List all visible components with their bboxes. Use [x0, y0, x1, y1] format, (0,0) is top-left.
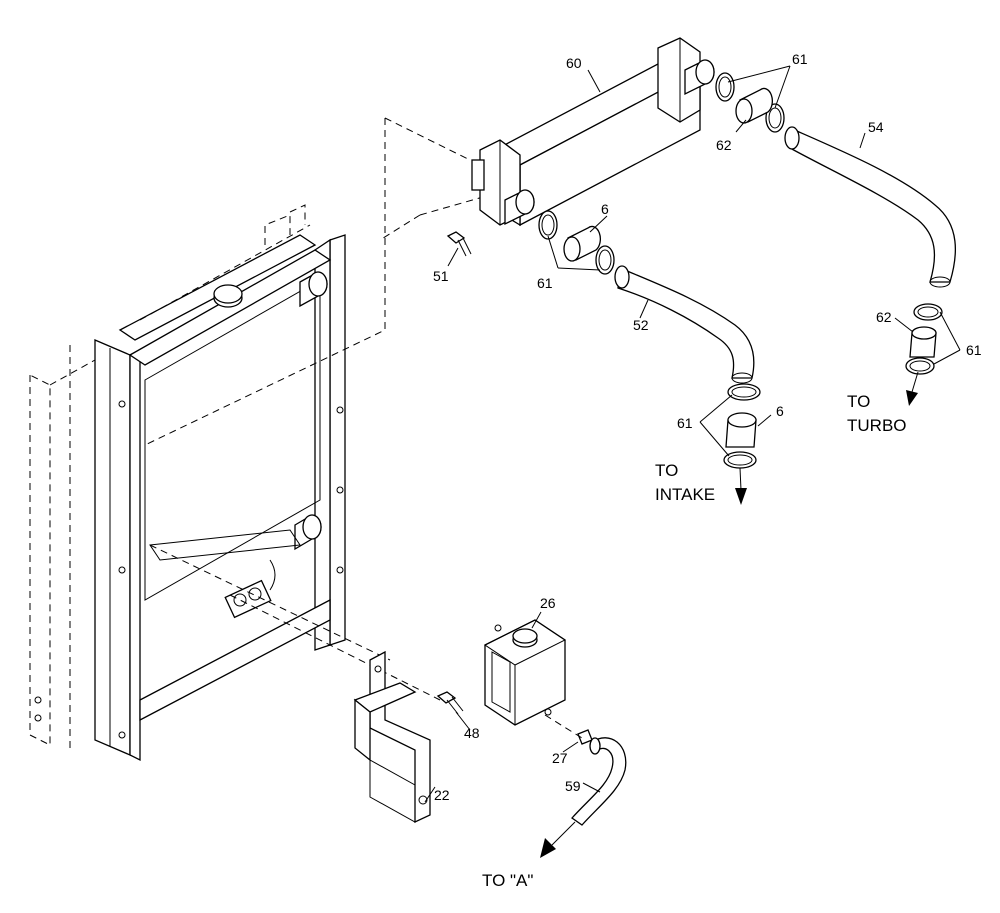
- arrow-to-a: [540, 821, 576, 858]
- capscrew-51: [446, 231, 472, 257]
- label-60: 60: [566, 55, 582, 71]
- label-51: 51: [433, 268, 449, 284]
- label-62: 62: [876, 309, 892, 325]
- label-61: 61: [537, 275, 553, 291]
- hose-52: [614, 265, 755, 384]
- destination-notes: TO TURBO TO INTAKE TO "A": [482, 392, 907, 890]
- label-61: 61: [792, 51, 808, 67]
- arrow-to-turbo: [906, 371, 919, 406]
- charge-air-cooler: [471, 37, 715, 227]
- capscrew-48: [436, 691, 464, 715]
- note-to-turbo-line1: TO: [847, 392, 870, 411]
- arrow-to-intake: [735, 467, 747, 505]
- mounting-bracket: [353, 650, 431, 824]
- part-labels: 60 61 62 54 6 61 51 52 62 61 61 6 26 48 …: [433, 51, 982, 803]
- label-26: 26: [540, 595, 556, 611]
- connector-27: [544, 714, 593, 745]
- hose-coupler: [563, 87, 937, 448]
- note-to-a: TO "A": [482, 871, 533, 890]
- label-27: 27: [552, 750, 568, 766]
- radiator-frame: [29, 117, 491, 762]
- hose-clamp: [538, 72, 943, 469]
- label-6: 6: [601, 201, 609, 217]
- label-52: 52: [633, 317, 649, 333]
- label-61: 61: [966, 342, 982, 358]
- label-61: 61: [677, 415, 693, 431]
- label-48: 48: [464, 725, 480, 741]
- leader-lines: [424, 65, 961, 803]
- hose-54: [784, 126, 957, 288]
- overflow-tank: [484, 619, 566, 726]
- note-to-turbo-line2: TURBO: [847, 416, 907, 435]
- label-6: 6: [776, 403, 784, 419]
- label-22: 22: [434, 787, 450, 803]
- label-59: 59: [565, 778, 581, 794]
- note-to-intake-line2: INTAKE: [655, 485, 715, 504]
- label-54: 54: [868, 119, 884, 135]
- hose-59: [571, 737, 627, 826]
- label-62: 62: [716, 137, 732, 153]
- note-to-intake-line1: TO: [655, 461, 678, 480]
